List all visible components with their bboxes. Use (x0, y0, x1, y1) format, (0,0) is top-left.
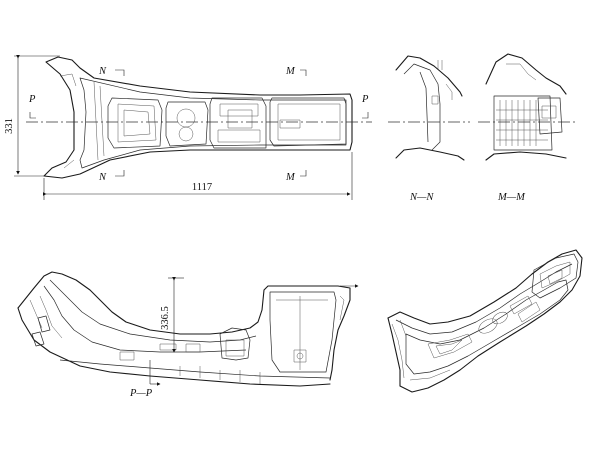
section-p-right-label: P (361, 94, 369, 105)
caption-section-pp: P—P (129, 388, 153, 399)
top-view: N N M M P P 331 1117 (4, 55, 372, 200)
section-n-bottom-label: N (98, 172, 107, 183)
side-view-p-p: P—P 336.5 (17, 271, 359, 399)
section-p-left-label: P (28, 94, 36, 105)
section-m-top-label: M (285, 66, 296, 77)
dimension-width: 331 (4, 118, 15, 134)
section-n-top-label: N (98, 66, 107, 77)
caption-section-nn: N—N (409, 192, 434, 203)
caption-section-mm: M—M (497, 192, 526, 203)
section-m-m: M—M (478, 53, 576, 203)
isometric-view (387, 249, 583, 393)
section-m-bottom-label: M (285, 172, 296, 183)
section-n-n: N—N (388, 55, 470, 203)
dimension-height: 336.5 (160, 306, 171, 330)
dimension-length: 1117 (192, 182, 212, 193)
